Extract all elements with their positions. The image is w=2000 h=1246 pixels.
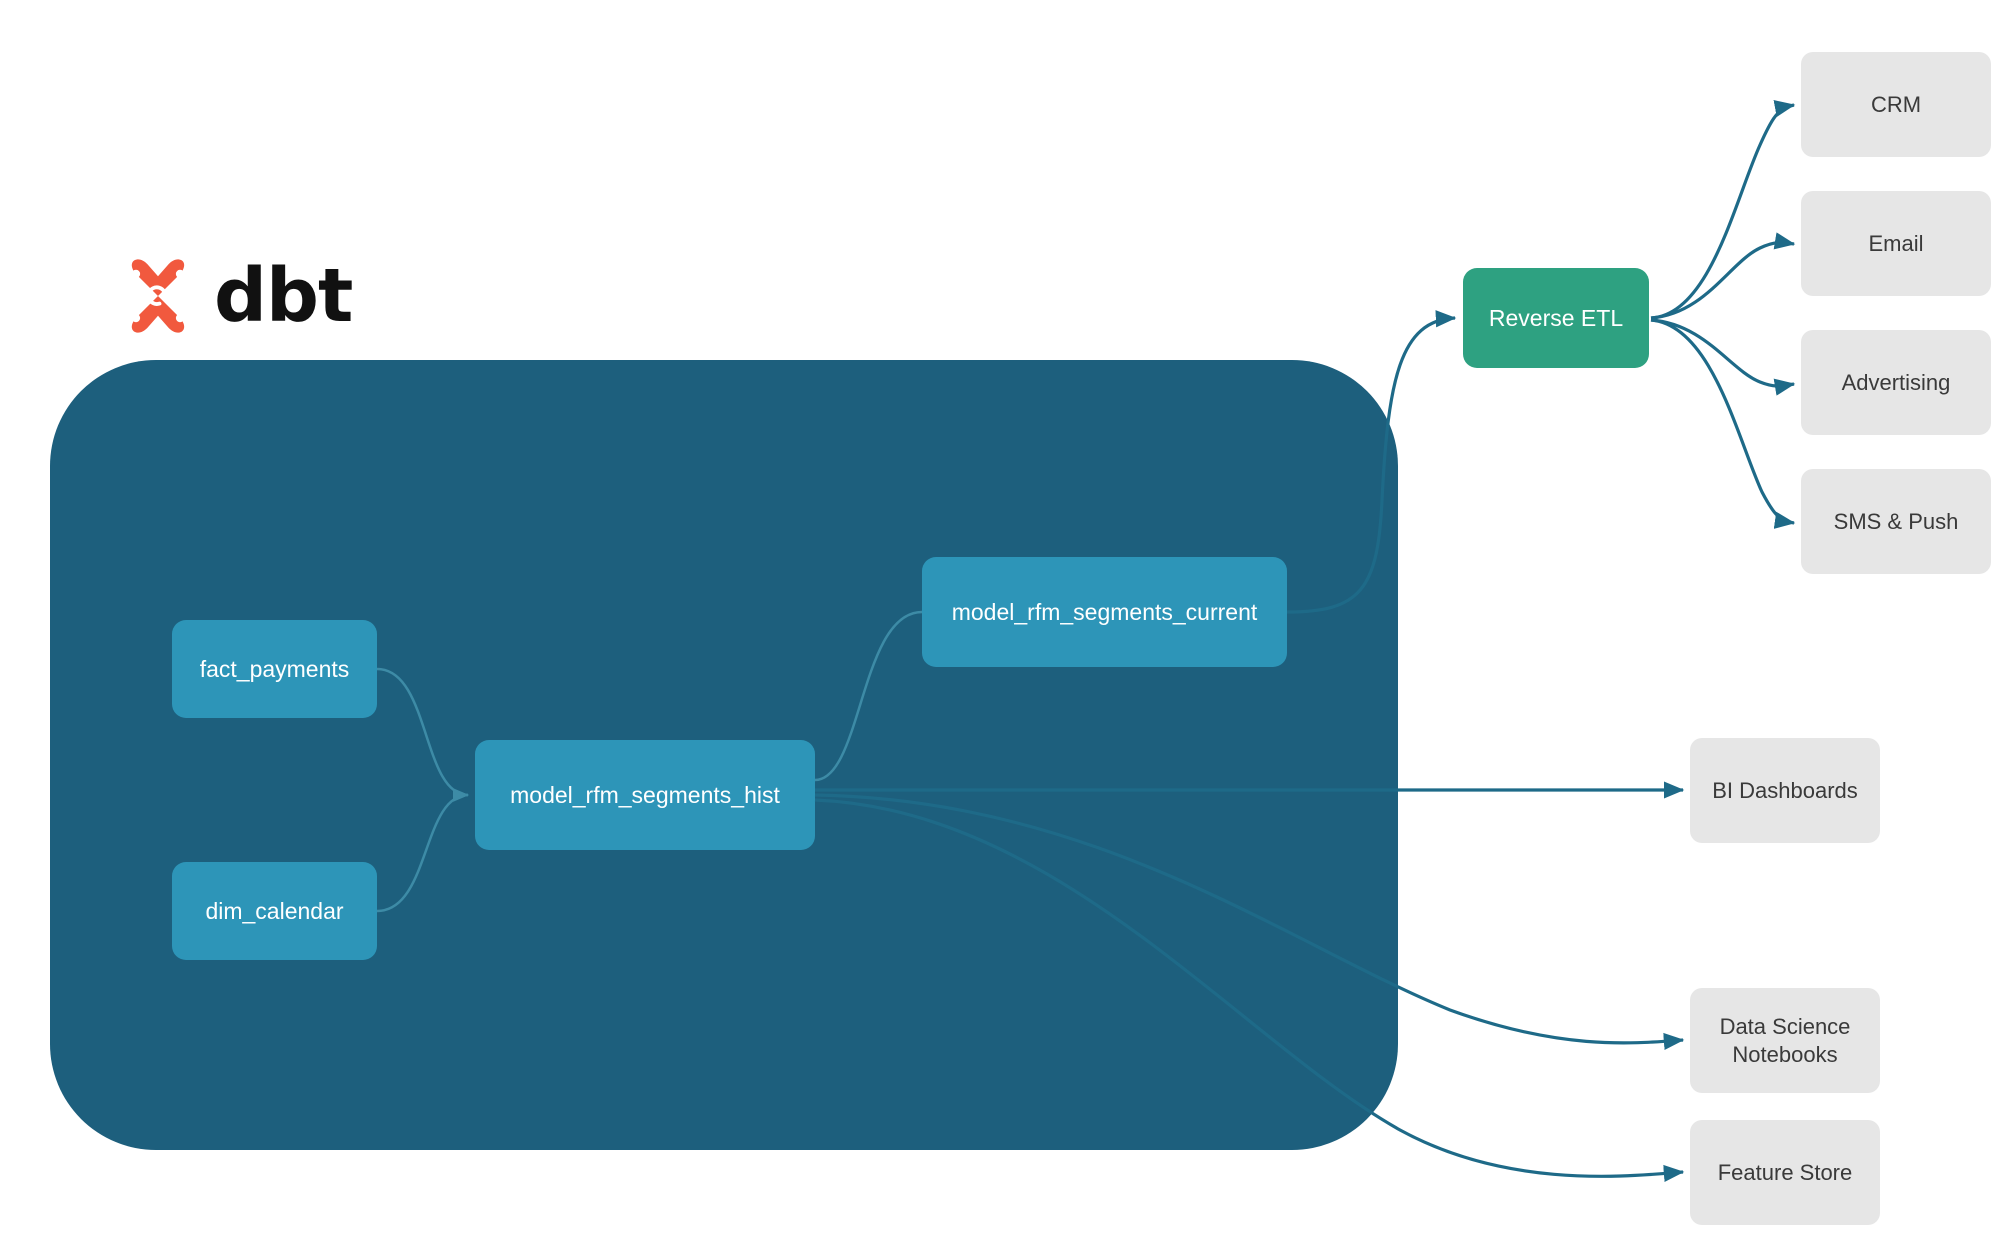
- edge-reverse-etl-to-advertising: [1650, 318, 1796, 396]
- reverse-etl-label: Reverse ETL: [1488, 304, 1624, 331]
- model-label: model_rfm_segments_current: [951, 598, 1258, 625]
- destination-label: Feature Store: [1717, 1159, 1853, 1185]
- model-node-dim-calendar[interactable]: dim_calendar: [172, 862, 377, 960]
- reverse-etl-node[interactable]: Reverse ETL: [1463, 268, 1649, 368]
- destination-node-email[interactable]: Email: [1801, 191, 1991, 296]
- model-node-fact-payments[interactable]: fact_payments: [172, 620, 377, 718]
- dbt-logo-icon: [131, 259, 185, 333]
- dbt-wordmark: dbt: [214, 253, 353, 339]
- destination-label: CRM: [1870, 91, 1922, 117]
- destination-label: BI Dashboards: [1712, 777, 1858, 803]
- destination-node-data-science-notebooks[interactable]: Data Science Notebooks: [1690, 988, 1880, 1093]
- edge-reverse-etl-to-sms-push: [1650, 318, 1796, 529]
- destination-node-feature-store[interactable]: Feature Store: [1690, 1120, 1880, 1225]
- destination-node-sms-push[interactable]: SMS & Push: [1801, 469, 1991, 574]
- destination-node-advertising[interactable]: Advertising: [1801, 330, 1991, 435]
- model-node-model-rfm-segments-hist[interactable]: model_rfm_segments_hist: [475, 740, 815, 850]
- destination-node-crm[interactable]: CRM: [1801, 52, 1991, 157]
- model-label: dim_calendar: [205, 897, 344, 924]
- model-label: model_rfm_segments_hist: [510, 781, 780, 808]
- edge-reverse-etl-to-email: [1650, 232, 1796, 320]
- destination-label: SMS & Push: [1833, 508, 1959, 534]
- model-label: fact_payments: [199, 655, 350, 682]
- destination-label: Advertising: [1841, 369, 1951, 395]
- dbt-logo: dbt: [120, 253, 353, 339]
- model-node-model-rfm-segments-current[interactable]: model_rfm_segments_current: [922, 557, 1287, 667]
- destination-node-bi-dashboards[interactable]: BI Dashboards: [1690, 738, 1880, 843]
- edge-reverse-etl-to-crm: [1650, 100, 1796, 320]
- destination-label: Email: [1868, 230, 1924, 256]
- destination-label: Data Science Notebooks: [1719, 1014, 1851, 1067]
